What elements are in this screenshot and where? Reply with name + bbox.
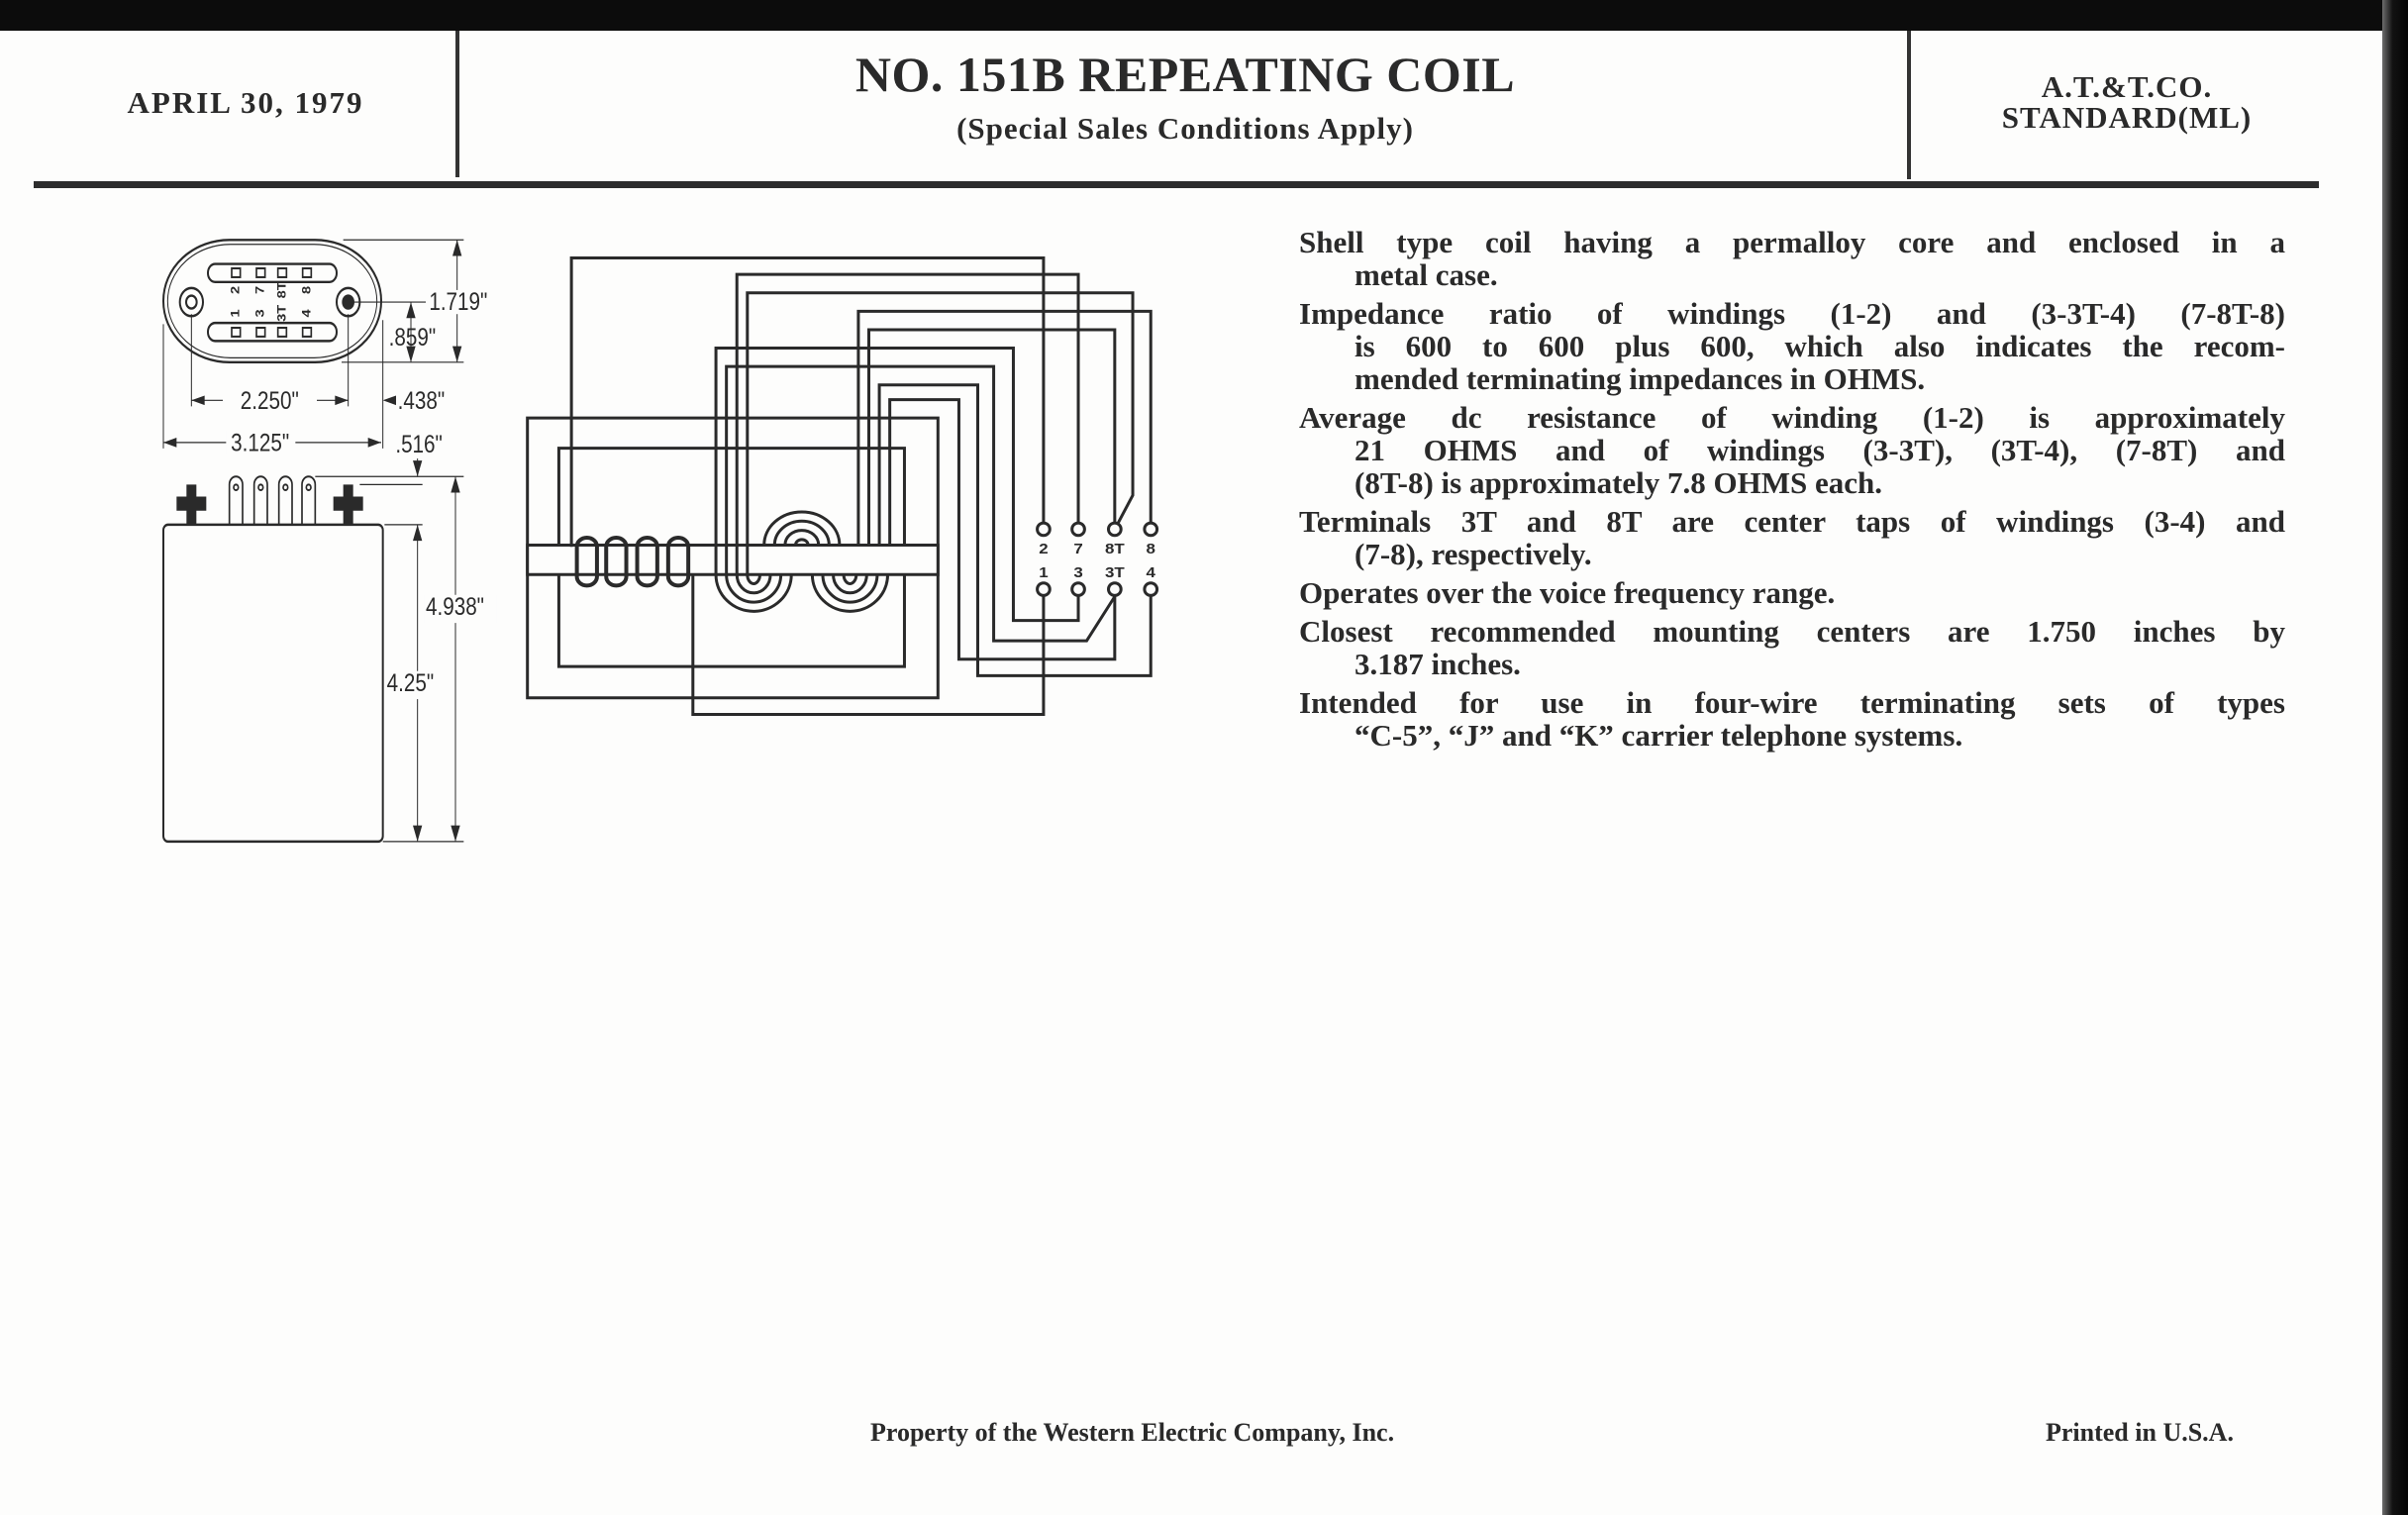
- page-subtitle: (Special Sales Conditions Apply): [956, 111, 1414, 146]
- case-body: [162, 523, 384, 844]
- wiring-schematic: 2 7 8T 8 1 3 3T 4: [515, 238, 1168, 812]
- header-divider-left: [455, 31, 459, 177]
- terminal-slot-bottom: [207, 321, 338, 343]
- footer-printed-in: Printed in U.S.A.: [2046, 1418, 2234, 1447]
- oval-terminal-label: 3: [253, 309, 266, 317]
- description-line: (7-8), respectively.: [1354, 537, 1592, 571]
- oval-terminal-label: 3T: [275, 305, 288, 322]
- terminal-label-8: 8: [1147, 542, 1156, 557]
- terminal-label-8t: 8T: [1105, 542, 1125, 557]
- oval-terminal-label: 8T: [275, 281, 288, 298]
- description-paragraph: Operates over the voice frequency range.: [1299, 576, 2285, 609]
- page-title: NO. 151B REPEATING COIL: [854, 47, 1516, 102]
- description-line: Average dc resistance of winding (1-2) i…: [1299, 400, 2285, 435]
- description-line: Operates over the voice frequency range.: [1299, 575, 1836, 610]
- standard-line-1: A.T.&T.CO.: [2041, 69, 2213, 104]
- oval-terminal-label: 1: [229, 309, 242, 318]
- description-line: Closest recommended mounting centers are…: [1299, 614, 2285, 649]
- mounting-hole-left: [178, 286, 204, 318]
- oval-terminal-label: 8: [300, 285, 313, 294]
- scan-border-right: [2382, 0, 2408, 1515]
- description-paragraph: Average dc resistance of winding (1-2) i…: [1299, 401, 2285, 499]
- description-line: “C-5”, “J” and “K” carrier telephone sys…: [1354, 718, 1963, 753]
- description-line: Shell type coil having a permalloy core …: [1299, 225, 2285, 259]
- description: Shell type coil having a permalloy core …: [1299, 226, 2285, 758]
- terminal-label-3t: 3T: [1105, 565, 1125, 581]
- secondary-winding: [716, 512, 887, 611]
- oval-terminal-label: 2: [229, 286, 242, 294]
- oval-terminal-label: 4: [300, 309, 313, 318]
- description-line: (8T-8) is approximately 7.8 OHMS each.: [1354, 465, 1883, 500]
- standard-line-2: STANDARD(ML): [2001, 100, 2253, 135]
- scan-border-top: [0, 0, 2408, 31]
- core-center-leg: [528, 545, 939, 574]
- terminal-posts: [1038, 523, 1157, 595]
- description-paragraph: Closest recommended mounting centers are…: [1299, 615, 2285, 680]
- description-paragraph: Intended for use in four-wire terminatin…: [1299, 686, 2285, 752]
- description-line: is 600 to 600 plus 600, which also indic…: [1354, 329, 2285, 363]
- dim-1719: 1.719": [429, 287, 487, 315]
- dim-859: .859": [389, 323, 437, 351]
- oval-terminal-label: 7: [253, 286, 266, 294]
- case-top-outline: [162, 239, 382, 364]
- description-line: 21 OHMS and of windings (3-3T), (3T-4), …: [1354, 433, 2285, 467]
- terminal-label-1: 1: [1039, 565, 1049, 581]
- mounting-bolt-left: [176, 484, 207, 525]
- description-line: Terminals 3T and 8T are center taps of w…: [1299, 504, 2285, 539]
- description-line: metal case.: [1354, 257, 1498, 292]
- terminal-label-3: 3: [1073, 565, 1083, 581]
- issue-date: APRIL 30, 1979: [127, 85, 364, 120]
- description-line: Impedance ratio of windings (1-2) and (3…: [1299, 296, 2285, 331]
- description-paragraph: Impedance ratio of windings (1-2) and (3…: [1299, 297, 2285, 395]
- header-rule: [34, 181, 2319, 188]
- description-line: 3.187 inches.: [1354, 647, 1521, 681]
- description-line: Intended for use in four-wire terminatin…: [1299, 685, 2285, 720]
- dim-516: .516": [395, 430, 443, 457]
- primary-winding: [577, 538, 689, 585]
- dim-425: 4.25": [387, 668, 435, 696]
- outline-drawing: 2 7 8T 8 1 3 3T 4 1.719" .859" 2.250" .4…: [162, 239, 497, 844]
- dim-2250: 2.250": [241, 386, 299, 414]
- terminal-label-7: 7: [1073, 542, 1083, 557]
- header-divider-right: [1907, 31, 1911, 179]
- mounting-bolt-right: [333, 484, 363, 525]
- description-line: mended terminating impedances in OHMS.: [1354, 361, 1926, 396]
- terminal-slot-top: [207, 262, 338, 284]
- dim-3125: 3.125": [231, 429, 289, 456]
- dim-4938: 4.938": [426, 592, 484, 620]
- description-paragraph: Terminals 3T and 8T are center taps of w…: [1299, 505, 2285, 570]
- standard-designation: A.T.&T.CO. STANDARD(ML): [1913, 71, 2341, 133]
- terminal-label-2: 2: [1039, 542, 1049, 557]
- footer-property-notice: Property of the Western Electric Company…: [870, 1418, 1395, 1447]
- description-paragraph: Shell type coil having a permalloy core …: [1299, 226, 2285, 291]
- dim-438: .438": [398, 386, 446, 414]
- terminal-label-4: 4: [1147, 565, 1156, 581]
